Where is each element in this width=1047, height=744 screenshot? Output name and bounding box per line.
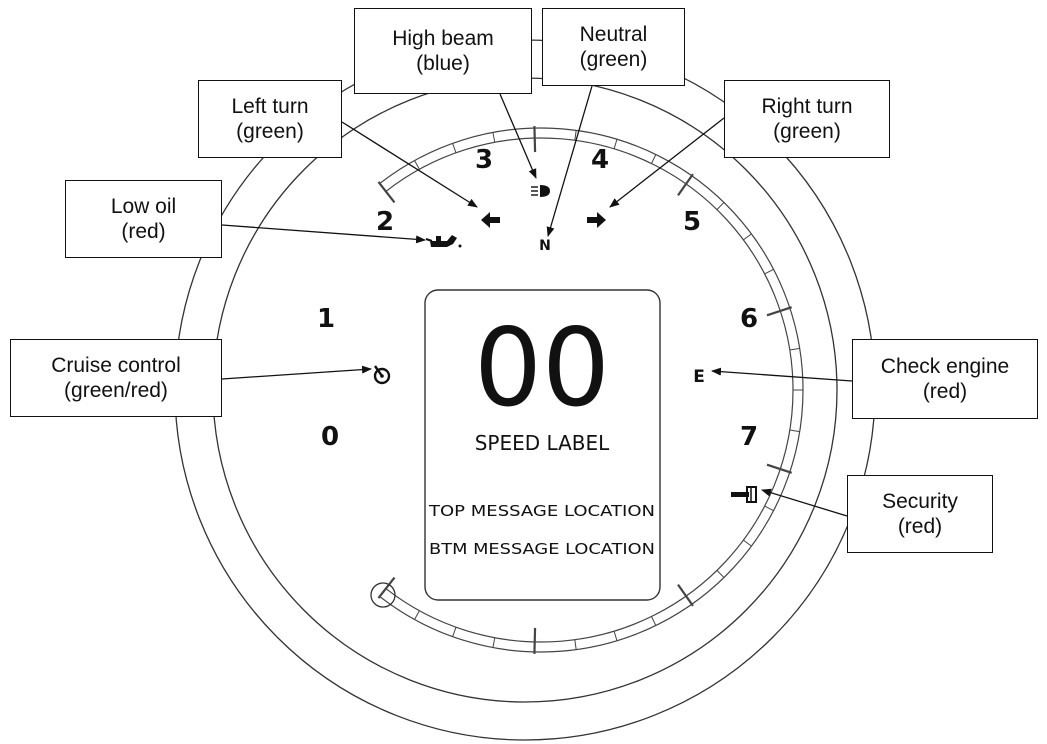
security-key-icon: [731, 486, 757, 503]
dial-minor-tick: [452, 143, 457, 153]
dial-minor-tick: [716, 570, 725, 578]
dial-minor-tick: [764, 505, 774, 512]
callout-color: (red): [922, 380, 968, 403]
callout-color: (green): [236, 120, 304, 143]
check-engine-leader: [711, 367, 853, 382]
callout-color: (green): [773, 120, 841, 143]
dial-number-5: 5: [683, 207, 701, 237]
dial-major-tick: [533, 627, 537, 654]
dial-number-4: 4: [591, 145, 609, 175]
mounting-hole: [370, 582, 396, 608]
dial-minor-tick: [716, 202, 725, 210]
callout-title: Neutral: [579, 22, 648, 46]
dial-minor-tick: [789, 347, 800, 351]
dial-minor-tick: [414, 160, 420, 170]
high-beam-callout: High beam(blue): [354, 8, 532, 94]
dial-minor-tick: [651, 154, 657, 164]
dial-minor-tick: [574, 130, 577, 141]
dial-minor-tick: [492, 637, 496, 648]
callout-title: High beam: [392, 26, 494, 50]
dial-major-tick: [677, 583, 694, 607]
callout-title: Cruise control: [51, 353, 181, 377]
callout-color: (green): [579, 48, 648, 71]
dial-minor-tick: [574, 639, 577, 650]
neutral-leader: [546, 85, 593, 237]
callout-color: (green/red): [64, 379, 168, 402]
dial-tick-arc: [377, 126, 804, 654]
callout-color: (red): [897, 515, 943, 538]
security-leader: [761, 488, 848, 517]
dial-minor-tick: [492, 132, 496, 143]
dial-number-0: 0: [321, 422, 339, 452]
dial-minor-tick: [613, 631, 618, 641]
left-turn-arrow-icon: [481, 212, 500, 228]
dial-arc-line: [385, 137, 794, 643]
low-oil-leader: [221, 224, 426, 244]
dial-minor-tick: [613, 139, 618, 149]
dial-minor-tick: [764, 268, 774, 275]
callout-color: (blue): [416, 52, 470, 75]
callout-title: Right turn: [761, 94, 853, 118]
low-oil-callout: Low oil(red): [65, 180, 222, 258]
top-message: TOP MESSAGE LOCATION: [428, 502, 655, 520]
dial-minor-tick: [743, 233, 752, 241]
dial-major-tick: [766, 306, 793, 317]
left-turn-callout: Left turn(green): [198, 80, 342, 158]
callout-title: Left turn: [231, 94, 309, 118]
dial-minor-tick: [414, 610, 420, 620]
right-turn-callout: Right turn(green): [724, 80, 890, 158]
callout-title: Check engine: [880, 354, 1010, 378]
cruise-control-callout: Cruise control(green/red): [10, 339, 222, 417]
bottom-message: BTM MESSAGE LOCATION: [429, 540, 655, 558]
dial-number-3: 3: [475, 145, 493, 175]
dial-major-tick: [533, 126, 537, 153]
dial-major-tick: [677, 173, 694, 197]
dial-number-6: 6: [740, 304, 758, 334]
check-engine-callout: Check engine(red): [852, 339, 1038, 419]
high-beam-leader: [499, 93, 537, 179]
dial-minor-tick: [743, 539, 752, 547]
dial-minor-tick: [789, 429, 800, 433]
dial-number-1: 1: [317, 304, 335, 334]
dial-major-tick: [377, 576, 396, 599]
speed-readout: 00: [474, 306, 610, 431]
neutral-callout: Neutral(green): [542, 8, 685, 86]
dial-major-tick: [766, 463, 793, 474]
callout-title: Security: [882, 489, 958, 513]
right-turn-arrow-icon: [587, 212, 606, 228]
speed-label: SPEED LABEL: [475, 431, 610, 455]
left-turn-leader: [341, 121, 478, 208]
dial-number-2: 2: [376, 207, 394, 237]
lcd-display: [424, 289, 661, 601]
neutral-indicator: N: [539, 238, 551, 254]
callout-color: (red): [121, 220, 166, 243]
dial-minor-tick: [452, 627, 457, 637]
cruise-control-leader: [221, 365, 372, 380]
oil-can-icon: [425, 235, 462, 248]
dial-number-7: 7: [740, 422, 758, 452]
right-turn-leader: [609, 117, 725, 208]
security-callout: Security(red): [847, 475, 993, 553]
callout-title: Low oil: [110, 194, 177, 218]
dial-major-tick: [377, 181, 396, 204]
check-engine-indicator: E: [693, 367, 705, 387]
dial-minor-tick: [651, 616, 657, 626]
cruise-control-icon: [373, 365, 391, 385]
high-beam-icon: [531, 185, 550, 197]
